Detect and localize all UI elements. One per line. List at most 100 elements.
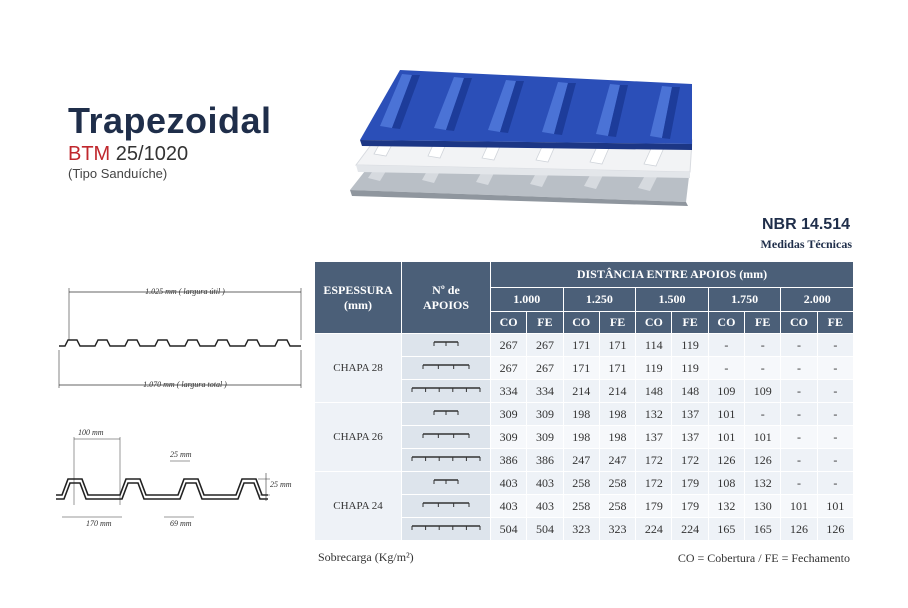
table-cell: 132 xyxy=(744,471,782,495)
fe-header: FE xyxy=(526,311,564,334)
table-cell: - xyxy=(780,471,818,495)
table-cell: 171 xyxy=(598,333,637,357)
table-cell: 126 xyxy=(744,448,782,472)
table-cell: 403 xyxy=(526,471,564,495)
table-cell: 114 xyxy=(635,333,673,357)
fe-header: FE xyxy=(816,311,855,334)
table-cell: 309 xyxy=(526,402,564,426)
table-cell: - xyxy=(816,425,855,449)
table-cell: - xyxy=(707,356,746,380)
table-cell: - xyxy=(816,333,855,357)
profile-detail-drawing: 100 mm 25 mm 25 mm 170 mm 69 mm xyxy=(56,428,292,528)
table-cell: 109 xyxy=(744,379,782,403)
table-cell: - xyxy=(816,379,855,403)
supports-icon xyxy=(401,425,491,449)
co-header: CO xyxy=(562,311,600,334)
table-cell: 101 xyxy=(816,494,855,518)
table-cell: - xyxy=(816,402,855,426)
table-cell: 119 xyxy=(671,333,709,357)
fe-header: FE xyxy=(744,311,782,334)
co-header: CO xyxy=(635,311,673,334)
table-cell: - xyxy=(744,356,782,380)
table-cell: 132 xyxy=(635,402,673,426)
sandwich-panel-image xyxy=(350,70,693,206)
table-cell: 101 xyxy=(707,425,746,449)
supports-icon xyxy=(401,448,491,472)
model-name: BTM 25/1020 xyxy=(68,143,188,166)
dim-25-side-label: 25 mm xyxy=(270,480,292,489)
table-cell: 198 xyxy=(598,425,637,449)
sheet-gauge-label: CHAPA 28 xyxy=(314,333,402,403)
table-cell: 323 xyxy=(562,517,600,541)
dim-69-label: 69 mm xyxy=(170,519,192,528)
table-cell: 214 xyxy=(598,379,637,403)
table-cell: 126 xyxy=(780,517,818,541)
fe-header: FE xyxy=(598,311,637,334)
table-cell: 132 xyxy=(707,494,746,518)
distance-header: 1.500 xyxy=(635,287,709,312)
table-cell: 258 xyxy=(562,471,600,495)
table-cell: - xyxy=(816,471,855,495)
distance-header: 1.000 xyxy=(490,287,564,312)
table-cell: 386 xyxy=(489,448,528,472)
table-cell: 334 xyxy=(526,379,564,403)
col-distance-header: DISTÂNCIA ENTRE APOIOS (mm) xyxy=(490,261,854,288)
table-cell: 224 xyxy=(671,517,709,541)
table-cell: 126 xyxy=(816,517,855,541)
table-cell: 247 xyxy=(598,448,637,472)
table-cell: 137 xyxy=(671,425,709,449)
table-cell: 130 xyxy=(744,494,782,518)
co-header: CO xyxy=(780,311,818,334)
table-cell: - xyxy=(816,356,855,380)
profile-width-drawing: 1.025 mm ( largura útil ) 1.070 mm ( lar… xyxy=(58,287,302,389)
table-cell: 267 xyxy=(526,333,564,357)
model-number: 25/1020 xyxy=(115,143,189,165)
table-cell: - xyxy=(780,402,818,426)
table-cell: 334 xyxy=(489,379,528,403)
table-cell: 247 xyxy=(562,448,600,472)
table-cell: - xyxy=(744,402,782,426)
norm-code: NBR 14.514 xyxy=(761,216,850,233)
table-cell: 309 xyxy=(526,425,564,449)
distance-header: 1.750 xyxy=(707,287,782,312)
sheet-gauge-label: CHAPA 24 xyxy=(314,471,402,541)
table-cell: 403 xyxy=(526,494,564,518)
table-cell: 258 xyxy=(598,471,637,495)
table-cell: 504 xyxy=(526,517,564,541)
supports-icon xyxy=(401,356,491,380)
table-cell: - xyxy=(780,356,818,380)
supports-icon xyxy=(401,333,491,357)
subtitle: (Tipo Sanduíche) xyxy=(68,166,168,181)
table-cell: 179 xyxy=(635,494,673,518)
width-useful-label: 1.025 mm ( largura útil ) xyxy=(145,287,225,296)
supports-icon xyxy=(401,494,491,518)
supports-icon xyxy=(401,517,491,541)
supports-icon xyxy=(401,471,491,495)
table-cell: 504 xyxy=(489,517,528,541)
table-cell: 148 xyxy=(671,379,709,403)
table-cell: 224 xyxy=(635,517,673,541)
table-cell: 267 xyxy=(489,356,528,380)
table-cell: 267 xyxy=(526,356,564,380)
table-cell: 179 xyxy=(671,494,709,518)
table-cell: 403 xyxy=(489,494,528,518)
dim-25-top-label: 25 mm xyxy=(170,450,192,459)
table-cell: - xyxy=(780,448,818,472)
supports-icon xyxy=(401,379,491,403)
col-thickness-header: ESPESSURA(mm) xyxy=(314,261,402,334)
table-cell: 171 xyxy=(562,356,600,380)
table-cell: 101 xyxy=(744,425,782,449)
co-header: CO xyxy=(489,311,528,334)
table-cell: - xyxy=(780,379,818,403)
table-cell: 309 xyxy=(489,402,528,426)
table-cell: 148 xyxy=(635,379,673,403)
table-cell: 165 xyxy=(707,517,746,541)
table-cell: 267 xyxy=(489,333,528,357)
